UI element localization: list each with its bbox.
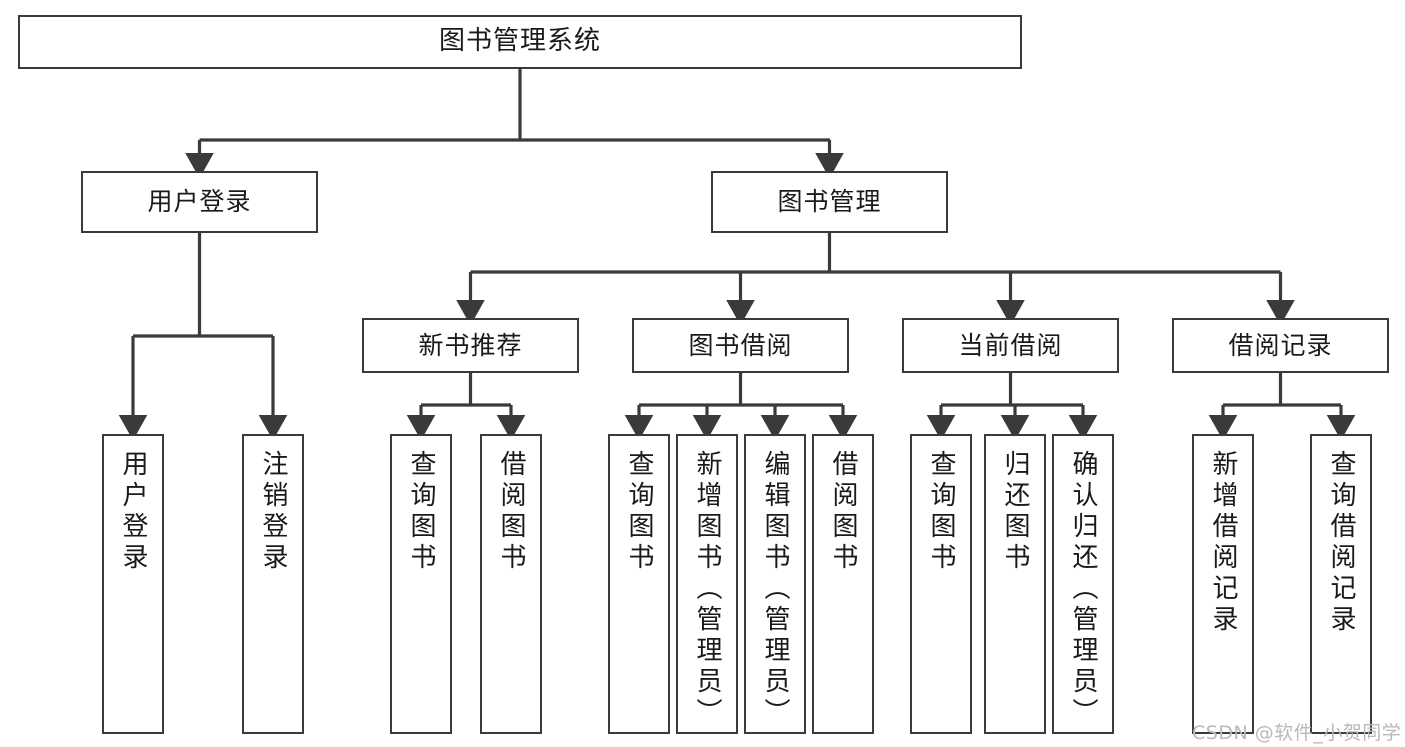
node-root[interactable]: 图书管理系统 xyxy=(18,15,1022,69)
node-leaf-rec-add-label: 新增借阅记录 xyxy=(1208,450,1238,636)
node-leaf-borrow-add[interactable]: 新增图书（管理员） xyxy=(676,434,738,734)
node-leaf-borrow-edit[interactable]: 编辑图书（管理员） xyxy=(744,434,806,734)
node-borrow-record-label: 借阅记录 xyxy=(1228,330,1333,360)
node-book-borrow-label: 图书借阅 xyxy=(688,330,793,360)
watermark-text: CSDN @软件_小贺同学 xyxy=(1192,722,1402,744)
node-leaf-cur-confirm[interactable]: 确认归还（管理员） xyxy=(1052,434,1114,734)
node-leaf-cur-confirm-label: 确认归还（管理员） xyxy=(1068,450,1098,729)
node-leaf-borrow-query[interactable]: 查询图书 xyxy=(608,434,670,734)
node-leaf-rec-query2[interactable]: 查询借阅记录 xyxy=(1310,434,1372,734)
node-root-label: 图书管理系统 xyxy=(438,26,601,57)
node-new-book-rec[interactable]: 新书推荐 xyxy=(362,318,579,373)
node-leaf-rec-query-label: 查询图书 xyxy=(406,450,436,574)
node-user-login[interactable]: 用户登录 xyxy=(81,171,318,233)
node-leaf-rec-add[interactable]: 新增借阅记录 xyxy=(1192,434,1254,734)
node-leaf-cur-query-label: 查询图书 xyxy=(926,450,956,574)
node-current-borrow-label: 当前借阅 xyxy=(958,330,1063,360)
node-leaf-user-logout[interactable]: 注销登录 xyxy=(242,434,304,734)
node-leaf-user-login-label: 用户登录 xyxy=(118,450,148,574)
node-user-login-label: 用户登录 xyxy=(147,187,252,216)
node-book-manage-label: 图书管理 xyxy=(777,187,882,216)
node-leaf-rec-borrow[interactable]: 借阅图书 xyxy=(480,434,542,734)
node-book-borrow[interactable]: 图书借阅 xyxy=(632,318,849,373)
node-leaf-rec-borrow-label: 借阅图书 xyxy=(496,450,526,574)
node-book-manage[interactable]: 图书管理 xyxy=(711,171,948,233)
node-leaf-user-login[interactable]: 用户登录 xyxy=(102,434,164,734)
node-leaf-borrow-lend-label: 借阅图书 xyxy=(828,450,858,574)
node-borrow-record[interactable]: 借阅记录 xyxy=(1172,318,1389,373)
node-leaf-borrow-edit-label: 编辑图书（管理员） xyxy=(760,450,790,729)
node-leaf-borrow-query-label: 查询图书 xyxy=(624,450,654,574)
node-leaf-borrow-add-label: 新增图书（管理员） xyxy=(692,450,722,729)
node-new-book-rec-label: 新书推荐 xyxy=(418,330,523,360)
node-leaf-rec-query2-label: 查询借阅记录 xyxy=(1326,450,1356,636)
node-leaf-cur-return-label: 归还图书 xyxy=(1000,450,1030,574)
node-current-borrow[interactable]: 当前借阅 xyxy=(902,318,1119,373)
node-leaf-cur-return[interactable]: 归还图书 xyxy=(984,434,1046,734)
node-leaf-borrow-lend[interactable]: 借阅图书 xyxy=(812,434,874,734)
node-leaf-cur-query[interactable]: 查询图书 xyxy=(910,434,972,734)
node-leaf-rec-query[interactable]: 查询图书 xyxy=(390,434,452,734)
node-leaf-user-logout-label: 注销登录 xyxy=(258,450,288,574)
